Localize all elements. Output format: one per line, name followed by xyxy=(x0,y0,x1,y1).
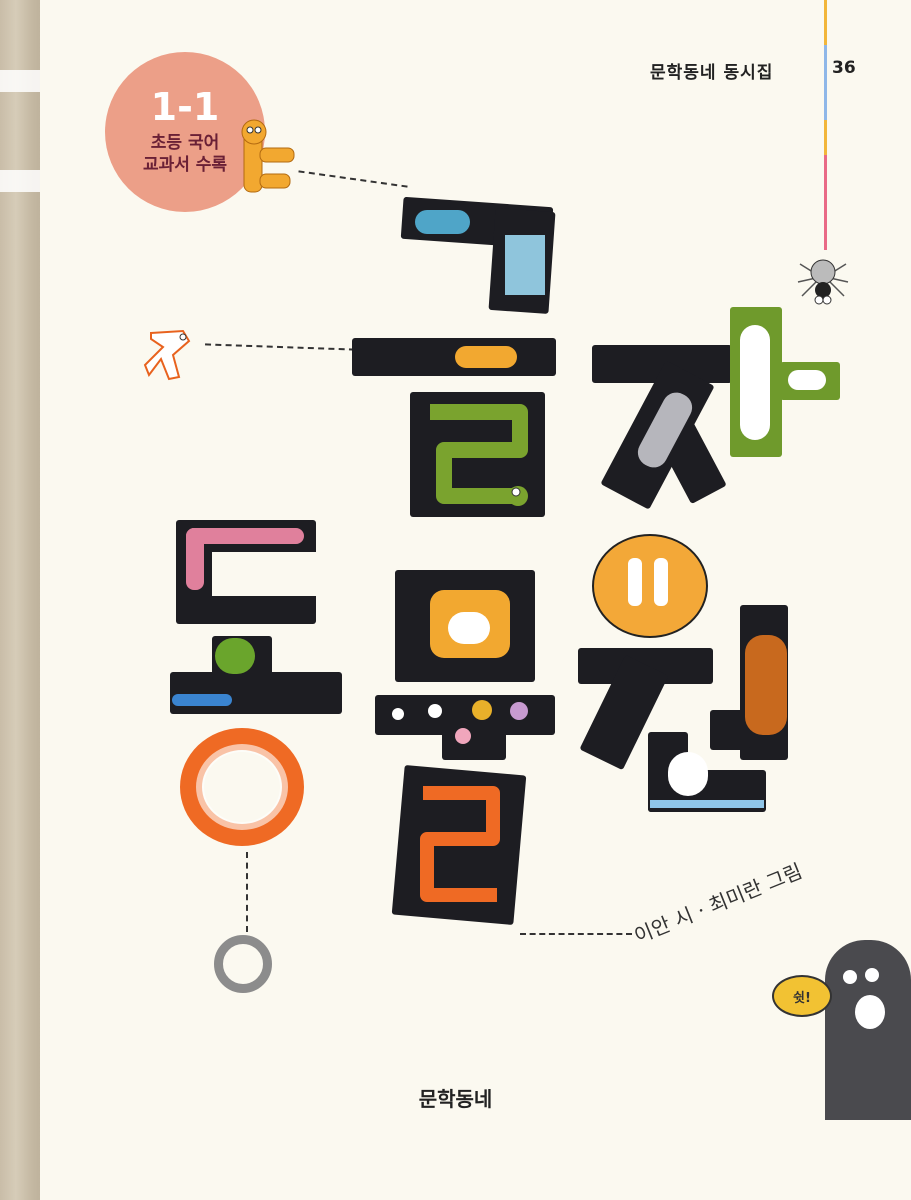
bear-letter-illustration xyxy=(240,118,298,196)
badge-line-2: 교과서 수록 xyxy=(142,155,228,175)
badge-level: 1-1 xyxy=(150,84,220,129)
book-spine xyxy=(0,0,40,1200)
dotted-path xyxy=(205,343,355,351)
dotted-path xyxy=(520,933,632,935)
rabbit-illustration xyxy=(143,325,203,385)
monkey-ring-illustration xyxy=(214,935,272,993)
spider-thread xyxy=(824,0,827,250)
author-credits: 이안 시 · 최미란 그림 xyxy=(630,858,806,949)
title-letter-ieung-orange xyxy=(180,728,304,846)
bear-illustration xyxy=(825,940,911,1120)
dotted-path xyxy=(246,852,248,932)
dotted-path xyxy=(298,170,408,188)
spine-ribbon xyxy=(0,70,40,92)
publisher-name: 문학동네 xyxy=(418,1087,493,1111)
grade-badge: 1-1 초등 국어 교과서 수록 xyxy=(105,52,265,212)
spider-illustration xyxy=(796,252,850,312)
badge-line-1: 초등 국어 xyxy=(150,132,220,153)
spine-ribbon xyxy=(0,170,40,192)
series-number: 36 xyxy=(832,58,856,78)
series-name: 문학동네 동시집 xyxy=(650,63,774,83)
speech-bubble: 쉿! xyxy=(772,975,832,1017)
title-letter-ieung-pear xyxy=(592,534,708,638)
